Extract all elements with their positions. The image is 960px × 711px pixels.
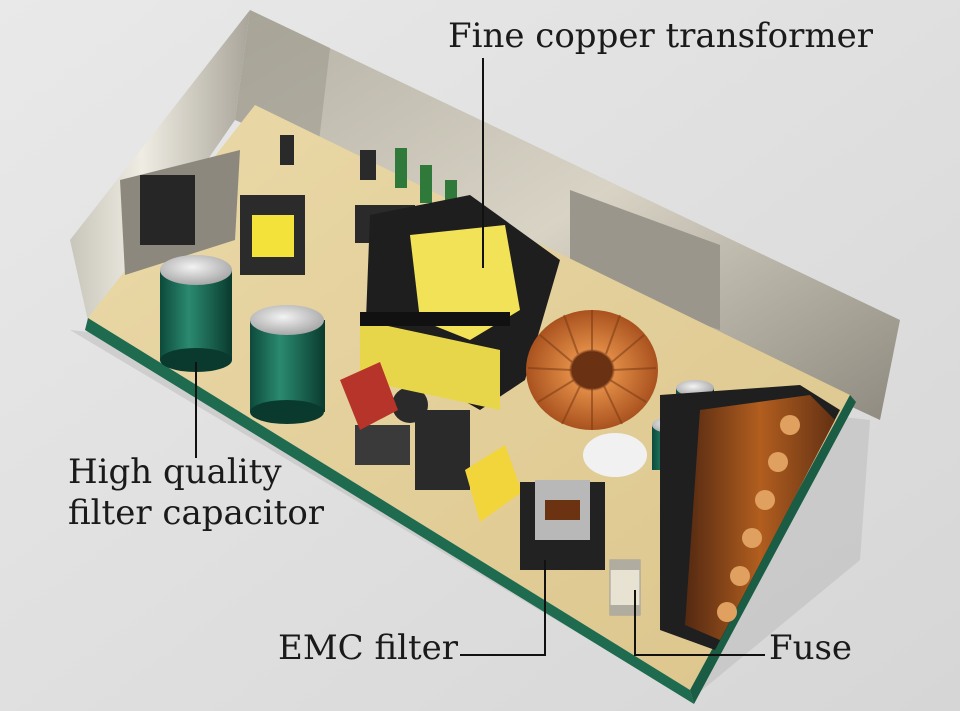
capacitor-label: High quality filter capacitor: [68, 452, 324, 535]
filter-capacitors: [160, 255, 325, 424]
transformer-label: Fine copper transformer: [448, 16, 873, 56]
callout-lines: [195, 58, 765, 656]
emc-filter-component: [520, 480, 605, 570]
fuse-label: Fuse: [769, 628, 853, 668]
capacitor-label-line1: High quality: [68, 452, 282, 492]
transformer-image: [360, 195, 560, 410]
emc-filter-label: EMC filter: [278, 628, 459, 668]
toroid-coil: [526, 310, 658, 430]
terminal-block: [660, 385, 840, 650]
capacitor-label-line2: filter capacitor: [68, 493, 325, 534]
